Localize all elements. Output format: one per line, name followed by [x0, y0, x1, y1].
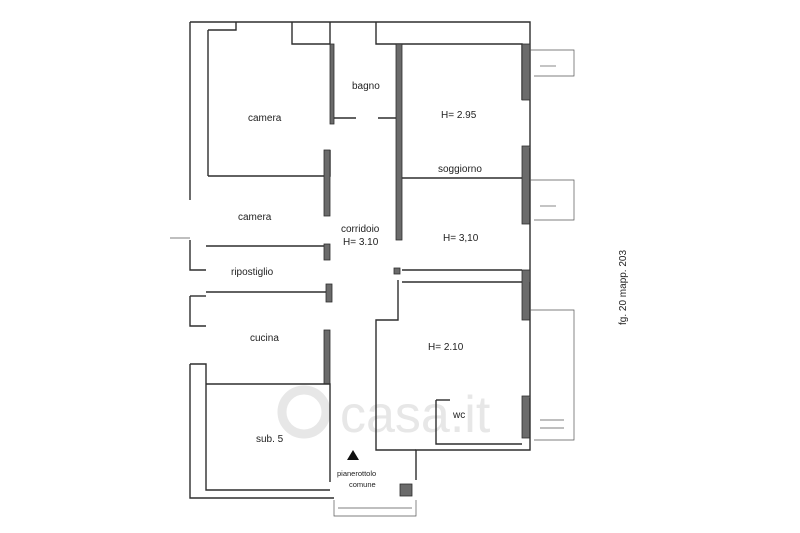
room-label-cucina: cucina: [250, 333, 279, 344]
entrance-arrow-icon: [347, 450, 359, 460]
height-label-2: H= 3,10: [443, 233, 479, 244]
room-label-camera-1: camera: [248, 113, 282, 124]
landing-label-line2: comune: [349, 480, 376, 489]
landing-label-line1: pianerottolo: [337, 469, 376, 478]
interior-walls: [206, 43, 522, 497]
watermark-text: casa.it: [340, 386, 491, 444]
room-label-camera-2: camera: [238, 212, 272, 223]
cadastral-reference: fg. 20 mapp. 203: [618, 250, 629, 325]
room-label-soggiorno: soggiorno: [438, 164, 482, 175]
room-label-corridoio: corridoio: [341, 224, 380, 235]
watermark: casa.it: [277, 385, 491, 444]
outer-walls: [189, 21, 531, 499]
height-label-1: H= 2.95: [441, 110, 477, 121]
balcony-lines: [170, 49, 575, 517]
height-label-3: H= 2.10: [428, 342, 464, 353]
room-label-bagno: bagno: [352, 81, 380, 92]
room-label-ripostiglio: ripostiglio: [231, 267, 274, 278]
room-label-wc: wc: [452, 410, 465, 421]
room-label-sub: sub. 5: [256, 434, 284, 445]
height-label-corridoio: H= 3.10: [343, 237, 379, 248]
